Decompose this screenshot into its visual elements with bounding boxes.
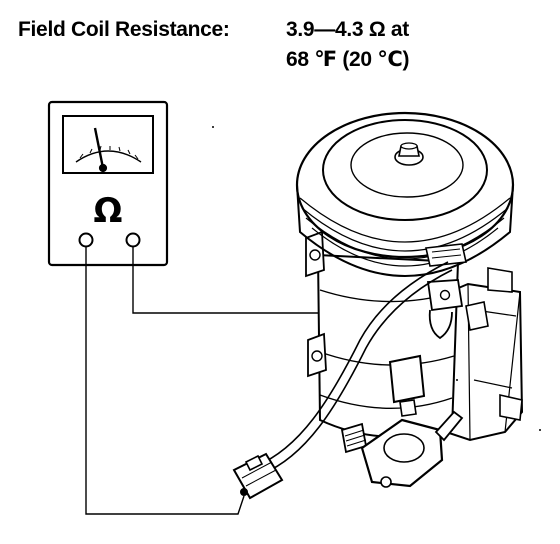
harness-connector-terminal	[240, 488, 248, 496]
thermal-switch-tab	[399, 399, 417, 417]
spec-block: Field Coil Resistance: 3.9—4.3 Ω at 68 ℉…	[18, 14, 538, 74]
test-leads	[85, 246, 343, 515]
housing-bolt-tabs	[487, 267, 523, 421]
harness-wire-outer	[255, 261, 449, 467]
meter-terminal-left	[78, 232, 94, 248]
ground-bracket-bolt	[439, 289, 451, 301]
meter-terminal-right	[125, 232, 141, 248]
mounting-ear-top-hole	[309, 249, 321, 261]
spec-value-temperature: 68 ℉ (20 ℃)	[286, 48, 410, 71]
meter-needle	[93, 127, 105, 169]
side-bolt	[465, 301, 489, 331]
test-lead-left	[85, 246, 245, 515]
meter-scale-ticks	[79, 145, 139, 160]
meter-ohm-symbol: Ω	[94, 191, 123, 231]
discharge-port-flange	[383, 433, 425, 463]
mounting-ear-bottom-hole	[311, 350, 323, 362]
discharge-port-bolt	[380, 476, 392, 488]
harness-connector-latch	[244, 454, 264, 472]
meter-dial-window	[62, 115, 154, 174]
connector-pins	[431, 248, 462, 259]
harness-connector	[232, 452, 284, 500]
test-lead-right	[132, 246, 338, 314]
fitting-threads	[344, 429, 367, 447]
pulley-side	[296, 184, 514, 277]
thermal-switch	[388, 354, 426, 404]
pulley-grooves	[299, 197, 511, 267]
ohmmeter	[47, 100, 169, 267]
port-pipe	[434, 410, 464, 442]
harness-connector-ribs	[241, 461, 277, 487]
hub-nut-top	[400, 142, 418, 150]
scan-speckles	[212, 126, 541, 431]
meter-needle-hub	[98, 163, 108, 173]
spec-value-resistance: 3.9—4.3 Ω at	[286, 18, 409, 41]
spec-label: Field Coil Resistance:	[18, 18, 230, 41]
ac-compressor	[295, 111, 524, 488]
bracket-arm	[428, 309, 453, 340]
housing-edge-lines	[467, 283, 521, 441]
meter-scale-arc	[75, 150, 142, 163]
harness-wire-inner	[261, 269, 453, 475]
field-coil-harness	[255, 261, 453, 475]
